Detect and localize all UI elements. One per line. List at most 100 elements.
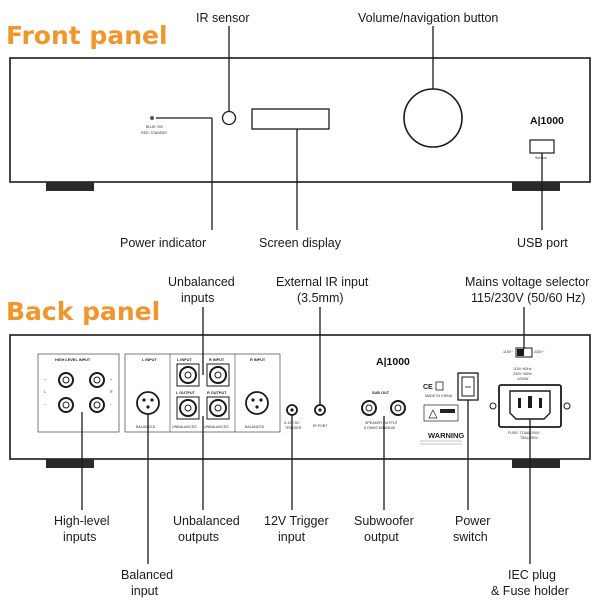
voltage-line-3: 1200W <box>517 377 529 381</box>
rca-l-out-core <box>184 404 192 412</box>
iec-pin-live <box>518 398 521 408</box>
r-input-label: R INPUT <box>250 358 266 362</box>
rca-l-in-core <box>184 371 192 379</box>
external-ir-callout-2: (3.5mm) <box>297 291 344 305</box>
rca-r-out-core <box>214 404 222 412</box>
back-panel-body <box>9 334 591 460</box>
ir-port-panel-label: IR PORT <box>313 424 328 428</box>
terminal-r-plus-core <box>93 376 101 384</box>
voltage-230-label: 230V~ <box>534 350 545 354</box>
xlr-right-pin-2 <box>259 398 263 402</box>
rca-r-in-core <box>214 371 222 379</box>
terminal-r-minus-core <box>93 401 101 409</box>
trigger-callout-2: input <box>278 530 306 544</box>
power-switch-rocker <box>461 376 475 397</box>
iec-screw-left <box>489 402 497 410</box>
speaker-output-label: SPEAKER OUTPUT <box>365 421 399 425</box>
ir-port-jack-core <box>318 408 322 412</box>
warning-text: WARNING <box>428 431 464 440</box>
high-level-callout-1: High-level <box>54 514 110 528</box>
iec-callout-1: IEC plug <box>508 568 556 582</box>
volume-knob <box>403 88 463 148</box>
rca-l-output-label: L OUTPUT <box>176 391 196 395</box>
high-level-input-panel-label: HIGH LEVEL INPUT <box>55 358 91 362</box>
unbalanced-inputs-callout-1: Unbalanced <box>168 275 235 289</box>
front-panel: BLUE: ON RED: STANDBY A|1000 Service <box>9 57 591 191</box>
front-callouts: IR sensor Volume/navigation button Power… <box>120 11 568 250</box>
back-right-foot <box>512 459 560 468</box>
terminal-l-minus-core <box>62 401 70 409</box>
iec-pin-neutral <box>539 398 542 408</box>
trigger-callout-1: 12V Trigger <box>264 514 329 528</box>
unbalanced-inputs-callout-2: inputs <box>181 291 214 305</box>
voltage-115-label: 115V~ <box>503 350 513 354</box>
unbalanced-outputs-callout-1: Unbalanced <box>173 514 240 528</box>
rca-r-output-label: R OUTPUT <box>207 391 227 395</box>
sub-out-right-core <box>394 404 402 412</box>
power-led-label-standby: RED: STANDBY <box>141 131 168 135</box>
ir-sensor-window <box>221 110 237 126</box>
high-level-input-frame <box>37 353 120 433</box>
high-level-callout-2: inputs <box>63 530 96 544</box>
hl-l-label: L <box>44 390 46 394</box>
voltage-selector-slider <box>517 349 524 356</box>
unbalanced-outputs-callout-2: outputs <box>178 530 219 544</box>
power-indicator-callout: Power indicator <box>120 236 206 250</box>
rca-l-input-label: L INPUT <box>177 358 192 362</box>
usb-port-small-label: Service <box>535 156 547 160</box>
power-switch-callout-2: switch <box>453 530 488 544</box>
hl-minus-right: − <box>110 403 112 407</box>
balanced-input-callout-1: Balanced <box>121 568 173 582</box>
sub-out-label: SUB OUT <box>372 391 390 395</box>
hl-plus-left: + <box>44 378 46 382</box>
speaker-output-label-2: 8 OHMS MINIMUM <box>364 426 395 430</box>
back-callouts: Unbalanced inputs External IR input (3.5… <box>54 275 589 598</box>
hl-plus-right: + <box>110 378 112 382</box>
iec-screw-right <box>563 402 571 410</box>
fuse-line-1: FUSE: T15AL/250V <box>508 431 540 435</box>
front-panel-title: Front panel <box>6 21 168 50</box>
warning-caution-bar <box>440 409 455 413</box>
ce-mark: CE <box>423 384 433 391</box>
unbalanced-left-label: UNBALANCED <box>172 425 197 429</box>
fuse-line-2: T8AL/250V <box>520 436 539 440</box>
balanced-right-label: BALANCED <box>245 425 265 429</box>
external-ir-callout-1: External IR input <box>276 275 369 289</box>
l-input-label: L INPUT <box>142 358 157 362</box>
back-left-foot <box>46 459 94 468</box>
balanced-input-callout-2: input <box>131 584 159 598</box>
back-panel: HIGH LEVEL INPUT + L − + R − L INPUT BAL… <box>9 334 591 468</box>
front-right-foot <box>512 182 560 191</box>
ir-sensor-callout: IR sensor <box>196 11 250 25</box>
rca-outputs <box>176 396 230 420</box>
iec-callout-2: & Fuse holder <box>491 584 569 598</box>
xlr-left-pin-2 <box>150 398 154 402</box>
power-led-label-on: BLUE: ON <box>146 125 163 129</box>
iec-pin-earth <box>528 396 532 408</box>
balanced-left-label: BALANCED <box>136 425 156 429</box>
high-level-terminals: + L − + R − <box>44 372 113 413</box>
sub-out-left-core <box>365 404 373 412</box>
screen-display-callout: Screen display <box>259 236 342 250</box>
usb-port-callout: USB port <box>517 236 568 250</box>
unbalanced-right-label: UNBALANCED <box>204 425 229 429</box>
volume-callout: Volume/navigation button <box>358 11 498 25</box>
screen-display <box>251 108 330 130</box>
subwoofer-callout-1: Subwoofer <box>354 514 414 528</box>
subwoofer-callout-2: output <box>364 530 399 544</box>
made-in-label: MADE IN CHINA <box>425 394 453 398</box>
trigger-panel-label-2: TRIGGER <box>285 426 302 430</box>
xlr-right-pin-3 <box>255 405 259 409</box>
xlr-left-pin-1 <box>142 398 146 402</box>
xlr-right <box>245 391 269 415</box>
xlr-left-pin-3 <box>146 405 150 409</box>
mains-selector-callout-2: 115/230V (50/60 Hz) <box>471 291 585 305</box>
voltage-line-2: 230V~50Hz <box>513 372 532 376</box>
mains-selector-callout-1: Mains voltage selector <box>465 275 589 289</box>
rca-inputs <box>176 363 230 387</box>
xlr-left <box>136 391 160 415</box>
power-switch-callout-1: Power <box>455 514 490 528</box>
terminal-l-plus-core <box>62 376 70 384</box>
